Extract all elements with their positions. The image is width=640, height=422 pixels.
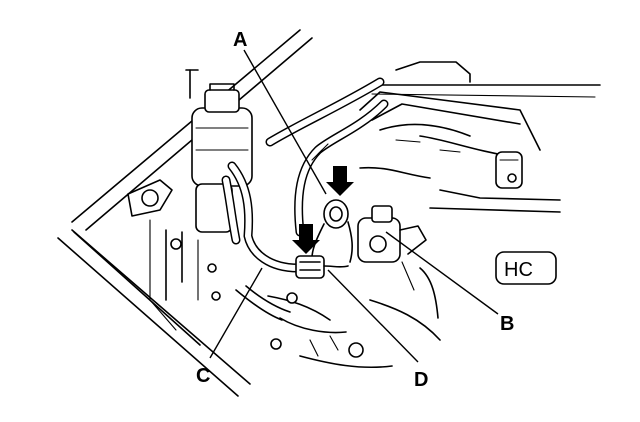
ac-hose-c (221, 161, 303, 321)
lower-block (267, 267, 441, 369)
component-b (357, 205, 427, 291)
leader-b (385, 231, 499, 315)
leader-lines (209, 49, 499, 363)
left-components (127, 179, 233, 331)
callout-label-c: C (196, 365, 210, 387)
lower-fitting (295, 255, 349, 279)
down-arrow-icon (292, 224, 320, 254)
down-arrow-icon (326, 166, 354, 196)
leader-d (327, 269, 419, 363)
ac-hose-a (265, 77, 389, 237)
leader-a (243, 49, 327, 195)
leader-c (209, 267, 263, 359)
stamp-text: HC (504, 259, 533, 281)
body-outline (57, 29, 601, 397)
callout-label-d: D (414, 369, 428, 391)
callout-label-a: A (233, 29, 247, 51)
callout-label-b: B (500, 313, 514, 335)
engine-head: HC (359, 61, 561, 285)
upper-fitting (311, 199, 353, 263)
